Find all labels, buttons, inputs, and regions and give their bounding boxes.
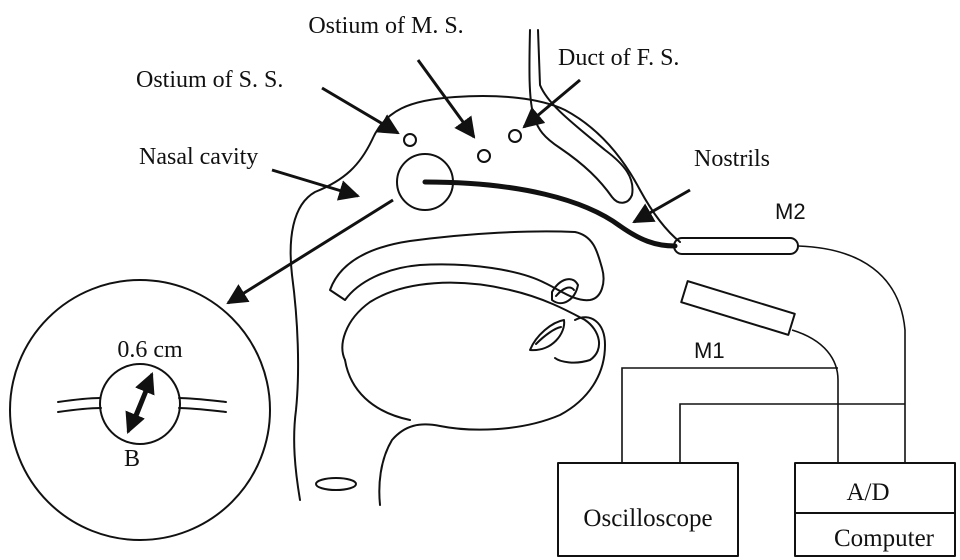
- detail-diameter-arrow: [128, 374, 152, 432]
- tongue-outline: [342, 283, 599, 363]
- label-nasal-cavity: Nasal cavity: [139, 144, 258, 170]
- pointer-ostium-ms: [418, 60, 474, 137]
- m1-microphone[interactable]: [681, 281, 795, 335]
- label-m1: M1: [694, 338, 725, 363]
- pointer-duct-fs: [524, 80, 580, 127]
- label-m2: M2: [775, 199, 806, 224]
- upper-lip: [552, 279, 578, 303]
- pointer-ostium-ss: [322, 88, 398, 133]
- m2-cable: [798, 246, 905, 463]
- throat-curve: [345, 360, 410, 420]
- ostium-ms-circle: [478, 150, 490, 162]
- detail-right-duct: [179, 398, 226, 412]
- upper-lip-inner: [556, 288, 574, 296]
- chin-outline: [379, 317, 605, 505]
- osc-link-outer: [622, 368, 838, 463]
- duct-fs-circle: [509, 130, 521, 142]
- m1-cable: [792, 330, 838, 463]
- ad-label: A/D: [846, 479, 889, 506]
- label-ostium-ss: Ostium of S. S.: [136, 67, 283, 93]
- osc-link-inner: [680, 404, 905, 463]
- oscilloscope-label: Oscilloscope: [583, 505, 712, 532]
- label-nostrils: Nostrils: [694, 146, 770, 172]
- computer-label: Computer: [834, 525, 935, 552]
- detail-diameter-arrow-2: [133, 386, 149, 426]
- neck-oval: [316, 478, 356, 490]
- detail-point-b-label: B: [124, 446, 140, 472]
- detail-diameter-label: 0.6 cm: [117, 337, 183, 363]
- probe-tube[interactable]: [425, 182, 675, 246]
- label-duct-fs: Duct of F. S.: [558, 45, 679, 71]
- label-ostium-ms: Ostium of M. S.: [308, 13, 463, 39]
- detail-left-duct: [58, 398, 101, 412]
- ostium-ss-circle: [404, 134, 416, 146]
- m2-microphone[interactable]: [674, 238, 798, 254]
